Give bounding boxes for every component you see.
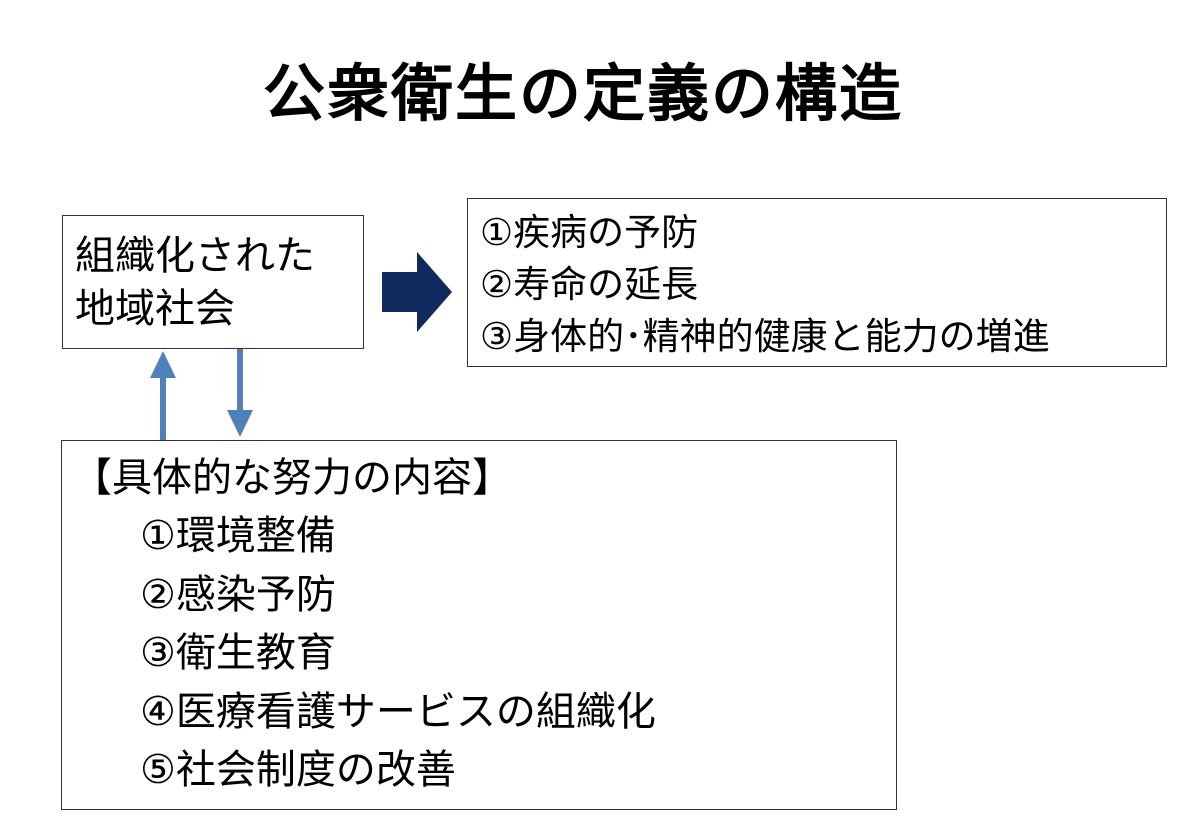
goal-item: ②寿命の延長 [480,263,699,306]
effort-item: ②感染予防 [140,571,336,618]
effort-item: ⑤社会制度の改善 [140,747,456,793]
diagram-title: 公衆衛生の定義の構造 [262,57,903,130]
goal-item: ①疾病の予防 [480,211,699,254]
efforts-heading: 【具体的な努力の内容】 [72,455,512,501]
goals-box: ①疾病の予防 ②寿命の延長 ③身体的･精神的健康と能力の増進 [467,198,1167,367]
efforts-box: 【具体的な努力の内容】 ①環境整備 ②感染予防 ③衛生教育 ④医療看護サービスの… [61,440,897,810]
effort-item: ①環境整備 [140,513,336,559]
up-arrow-icon [150,351,176,440]
community-line-1: 組織化された [75,233,315,279]
goal-item: ③身体的･精神的健康と能力の増進 [480,315,1050,358]
effort-item: ③衛生教育 [140,630,336,676]
down-arrow-icon [227,349,253,437]
community-line-2: 地域社会 [75,286,235,332]
organized-community-box: 組織化された 地域社会 [62,215,364,349]
block-right-arrow-icon [382,252,452,332]
effort-item: ④医療看護サービスの組織化 [140,688,656,735]
